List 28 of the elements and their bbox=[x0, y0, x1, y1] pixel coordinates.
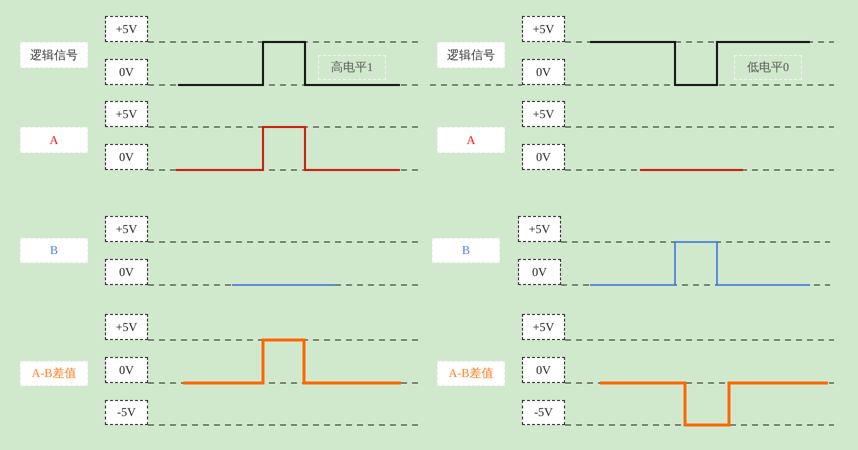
voltage-label-box: -5V bbox=[522, 400, 565, 425]
signal-label-box: 逻辑信号 bbox=[20, 42, 88, 68]
voltage-label-box: 0V bbox=[522, 144, 565, 170]
voltage-label-box: 0V bbox=[105, 59, 148, 85]
voltage-label-box: +5V bbox=[518, 216, 561, 242]
voltage-label-box: -5V bbox=[105, 400, 148, 425]
signal-label-box: A-B差值 bbox=[437, 361, 505, 386]
voltage-label-box: +5V bbox=[522, 314, 565, 340]
signal-label-box: A-B差值 bbox=[20, 361, 88, 386]
voltage-label-box: 0V bbox=[105, 357, 148, 383]
signal-label-box: A bbox=[437, 127, 505, 153]
voltage-label-box: 0V bbox=[522, 357, 565, 383]
level-note-box: 低电平0 bbox=[734, 55, 802, 80]
voltage-label-box: 0V bbox=[105, 259, 148, 285]
voltage-label-box: +5V bbox=[105, 216, 148, 242]
voltage-label-box: +5V bbox=[522, 16, 565, 42]
signal-label-box: B bbox=[20, 238, 88, 263]
level-note-box: 高电平1 bbox=[318, 55, 386, 80]
signal-label-box: B bbox=[432, 238, 500, 263]
signal-label-box: A bbox=[20, 127, 88, 153]
voltage-label-box: +5V bbox=[522, 101, 565, 127]
voltage-label-box: 0V bbox=[518, 259, 561, 285]
voltage-label-box: 0V bbox=[522, 59, 565, 85]
signal-label-box: 逻辑信号 bbox=[437, 42, 505, 68]
voltage-label-box: 0V bbox=[105, 144, 148, 170]
voltage-label-box: +5V bbox=[105, 101, 148, 127]
voltage-label-box: +5V bbox=[105, 16, 148, 42]
voltage-label-box: +5V bbox=[105, 314, 148, 340]
